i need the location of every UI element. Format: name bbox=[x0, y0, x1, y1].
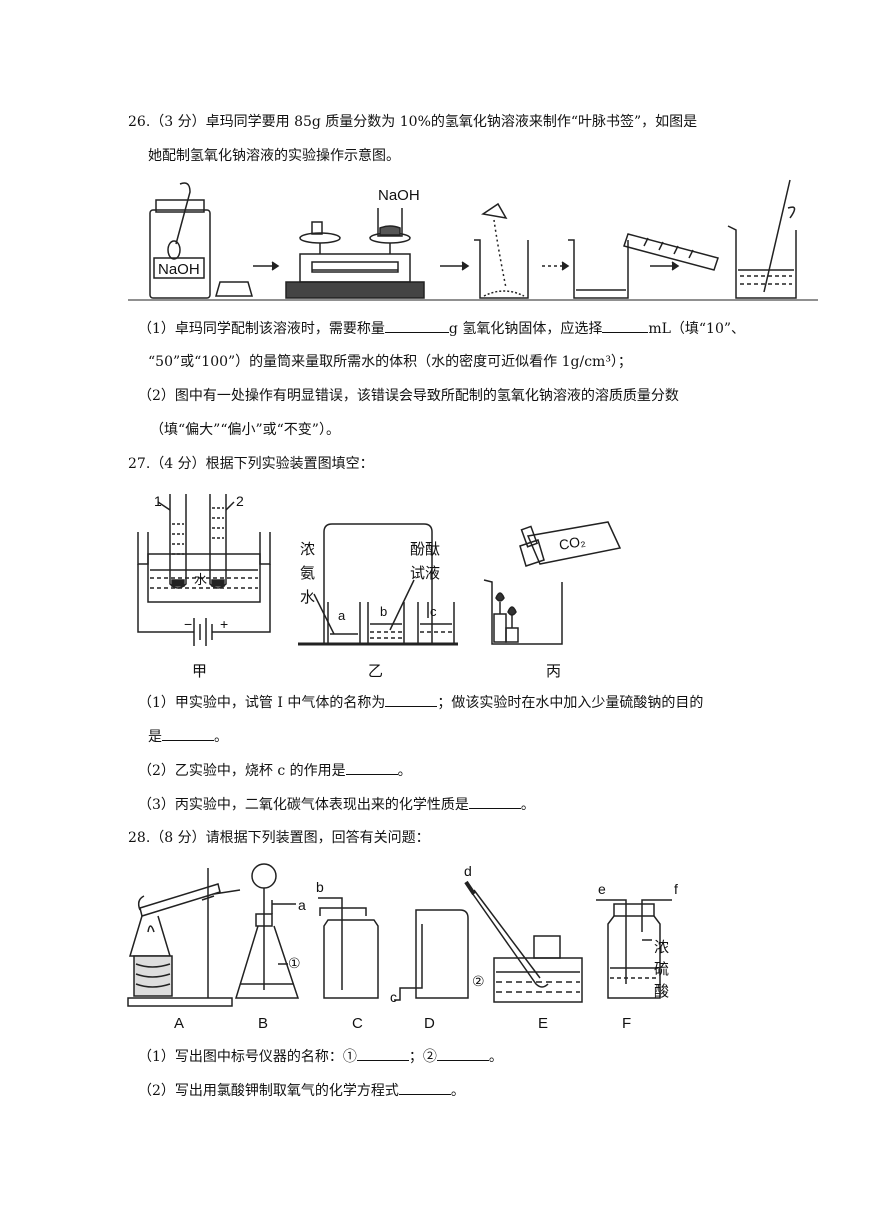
answer-blank-beaker-c[interactable] bbox=[345, 760, 398, 775]
acid-label-1: 浓 bbox=[654, 939, 669, 956]
label-a: a bbox=[298, 897, 306, 913]
tube-1-label: 1 bbox=[154, 493, 162, 509]
ammonia-label-1: 浓 bbox=[300, 541, 315, 558]
bottle-label: NaOH bbox=[158, 261, 200, 278]
q26-part1-text-c: mL（填“10”、 bbox=[648, 321, 746, 337]
period: 。 bbox=[520, 797, 535, 813]
q27-part1-text-a: （1）甲实验中，试管 I 中气体的名称为 bbox=[138, 695, 386, 711]
q28-part2-text: （2）写出用氯酸钾制取氧气的化学方程式 bbox=[138, 1083, 399, 1099]
q26-stem-line2: 她配制氢氧化钠溶液的实验操作示意图。 bbox=[148, 148, 400, 164]
q27-part1-text-b: ；做该实验时在水中加入少量硫酸钠的目的 bbox=[437, 695, 704, 711]
phenol-label-2: 试液 bbox=[410, 565, 440, 582]
q27-part1-line1: （1）甲实验中，试管 I 中气体的名称为 ；做该实验时在水中加入少量硫酸钠的目的 bbox=[138, 692, 703, 713]
caption-yi: 乙 bbox=[368, 663, 383, 680]
q26-part1-line1: （1）卓玛同学配制该溶液时，需要称量 g 氢氧化钠固体，应选择 mL（填“10”、 bbox=[138, 318, 745, 339]
label-e: e bbox=[598, 881, 606, 897]
period: 。 bbox=[397, 763, 412, 779]
answer-blank-co2-property[interactable] bbox=[468, 794, 521, 809]
co2-label: CO₂ bbox=[558, 533, 587, 553]
caption-F: F bbox=[622, 1015, 631, 1032]
answer-blank-mass[interactable] bbox=[384, 318, 449, 333]
q26-part1-text-b: g 氢氧化钠固体，应选择 bbox=[448, 321, 603, 337]
beaker-b-label: b bbox=[380, 604, 387, 619]
label-c: c bbox=[390, 989, 397, 1005]
period: 。 bbox=[488, 1049, 503, 1065]
label-d: d bbox=[464, 863, 472, 879]
answer-blank-purpose[interactable] bbox=[162, 726, 214, 741]
q26-part2-line1: （2）图中有一处操作有明显错误，该错误会导致所配制的氢氧化钠溶液的溶质质量分数 bbox=[138, 388, 679, 404]
caption-E: E bbox=[538, 1015, 548, 1032]
minus-sign: − bbox=[184, 616, 192, 632]
caption-C: C bbox=[352, 1015, 363, 1032]
answer-blank-gas-name[interactable] bbox=[385, 692, 438, 707]
marker-2: ② bbox=[472, 973, 485, 989]
phenol-label-1: 酚酞 bbox=[410, 541, 440, 558]
q26-figure: NaOH NaOH bbox=[128, 179, 818, 301]
q28-part1-text-b: ；② bbox=[408, 1049, 437, 1065]
caption-jia: 甲 bbox=[192, 663, 207, 680]
q28-part1: （1）写出图中标号仪器的名称：① ；② 。 bbox=[138, 1046, 503, 1067]
q27-part3: （3）丙实验中，二氧化碳气体表现出来的化学性质是 。 bbox=[138, 794, 535, 815]
q26-stem-line1: 26.（3 分）卓玛同学要用 85g 质量分数为 10%的氢氧化钠溶液来制作“叶… bbox=[128, 114, 698, 130]
q27-part3-text: （3）丙实验中，二氧化碳气体表现出来的化学性质是 bbox=[138, 797, 469, 813]
q26-part2-line2: （填“偏大”“偏小”或“不变”）。 bbox=[150, 422, 340, 438]
answer-blank-cylinder[interactable] bbox=[602, 318, 649, 333]
caption-D: D bbox=[424, 1015, 435, 1032]
water-label: 水 bbox=[194, 572, 207, 587]
marker-1: ① bbox=[288, 955, 301, 971]
q28-part2: （2）写出用氯酸钾制取氧气的化学方程式 。 bbox=[138, 1080, 465, 1101]
period: 。 bbox=[450, 1083, 465, 1099]
q27-part1-text-c: 是 bbox=[148, 729, 162, 745]
caption-A: A bbox=[174, 1015, 184, 1032]
q27-part1-line2: 是。 bbox=[148, 726, 228, 747]
beaker-c-label: c bbox=[430, 604, 437, 619]
answer-blank-equation[interactable] bbox=[398, 1080, 451, 1095]
plus-sign: + bbox=[220, 616, 228, 632]
ammonia-label-3: 水 bbox=[300, 589, 315, 606]
q27-stem: 27.（4 分）根据下列实验装置图填空： bbox=[128, 456, 374, 472]
period: 。 bbox=[214, 729, 228, 745]
q26-part1-line2: “50”或“100”）的量筒来量取所需水的体积（水的密度可近似看作 1g/cm³… bbox=[148, 354, 632, 370]
ammonia-label-2: 氨 bbox=[300, 565, 315, 582]
q27-part2: （2）乙实验中，烧杯 c 的作用是 。 bbox=[138, 760, 412, 781]
acid-label-3: 酸 bbox=[654, 983, 669, 1000]
acid-label-2: 硫 bbox=[654, 961, 669, 978]
q28-stem: 28.（8 分）请根据下列装置图，回答有关问题： bbox=[128, 830, 430, 846]
q28-part1-text-a: （1）写出图中标号仪器的名称：① bbox=[138, 1049, 357, 1065]
q28-figure: a b c d e f ① ② 浓 硫 酸 A B C D E F bbox=[127, 863, 678, 1032]
tube-2-label: 2 bbox=[236, 493, 244, 509]
answer-blank-instrument-2[interactable] bbox=[436, 1046, 489, 1061]
label-b: b bbox=[316, 879, 324, 895]
q27-part2-text: （2）乙实验中，烧杯 c 的作用是 bbox=[138, 763, 346, 779]
q26-part1-text-a: （1）卓玛同学配制该溶液时，需要称量 bbox=[138, 321, 385, 337]
caption-B: B bbox=[258, 1015, 268, 1032]
label-f: f bbox=[674, 881, 678, 897]
caption-bing: 丙 bbox=[546, 663, 561, 680]
balance-label: NaOH bbox=[378, 187, 420, 204]
beaker-a-label: a bbox=[338, 608, 346, 623]
answer-blank-instrument-1[interactable] bbox=[356, 1046, 409, 1061]
q27-figure: 1 2 水 − + 浓 氨 水 酚酞 试液 a b c CO₂ 甲 乙 丙 bbox=[137, 493, 622, 680]
